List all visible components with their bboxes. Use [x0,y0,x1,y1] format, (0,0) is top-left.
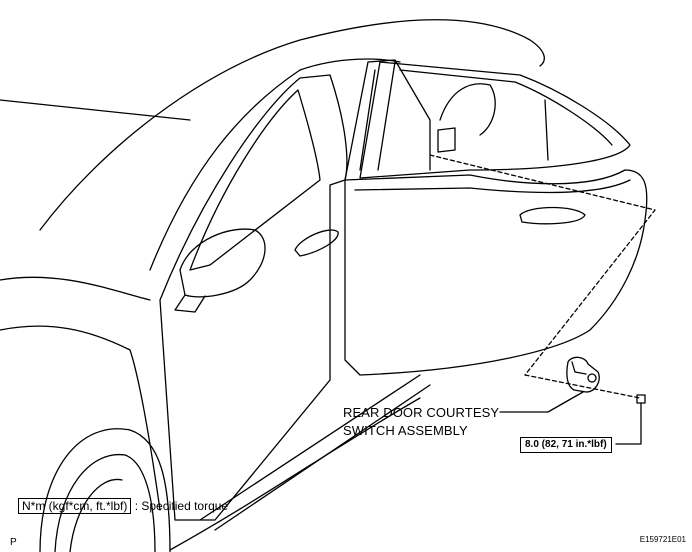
courtesy-switch [566,356,600,393]
interior-seat [439,83,496,136]
rear-door-belt-line [354,179,631,194]
side-mirror-base [174,294,206,313]
wheel-arch-inner [54,453,156,552]
hood-line [0,99,191,121]
switch-callout-line2: SWITCH ASSEMBLY [343,423,468,438]
rear-door-panel [344,169,648,376]
rear-door-handle [519,206,586,225]
torque-value-box: 8.0 (82, 71 in.*lbf) [520,437,612,453]
lower-body-line [169,397,421,551]
switch-callout-line [499,391,584,413]
side-mirror [179,228,266,298]
roof-inner-line [149,58,401,271]
sill-line [199,374,421,521]
rear-door-window [359,61,631,179]
torque-callout-line [615,409,642,445]
figure-code: E159721E01 [639,535,686,544]
leader-dashed-1 [429,154,656,376]
screw [636,394,646,411]
torque-legend-desc: : Specified torque [134,499,229,513]
front-door-handle [294,229,339,257]
door-opening [344,59,431,181]
front-window [189,89,321,271]
page-letter: P [10,537,17,548]
wheel-arch [39,428,171,552]
torque-legend: N*m (kgf*cm, ft.*lbf) : Specified torque [18,498,228,514]
front-door-frame [159,74,348,521]
tire-line [69,478,123,552]
front-fender-line [0,325,161,511]
leader-dashed-2 [524,374,641,399]
striker-plate [437,127,456,153]
rear-door-window-inner [399,69,613,161]
switch-callout-line1: REAR DOOR COURTESY [343,405,500,420]
switch-callout-label: REAR DOOR COURTESY SWITCH ASSEMBLY [343,404,499,440]
torque-unit-box: N*m (kgf*cm, ft.*lbf) [18,498,132,514]
roof-line [39,19,545,231]
body-front-line [0,276,151,301]
b-pillar-inner [359,61,396,171]
